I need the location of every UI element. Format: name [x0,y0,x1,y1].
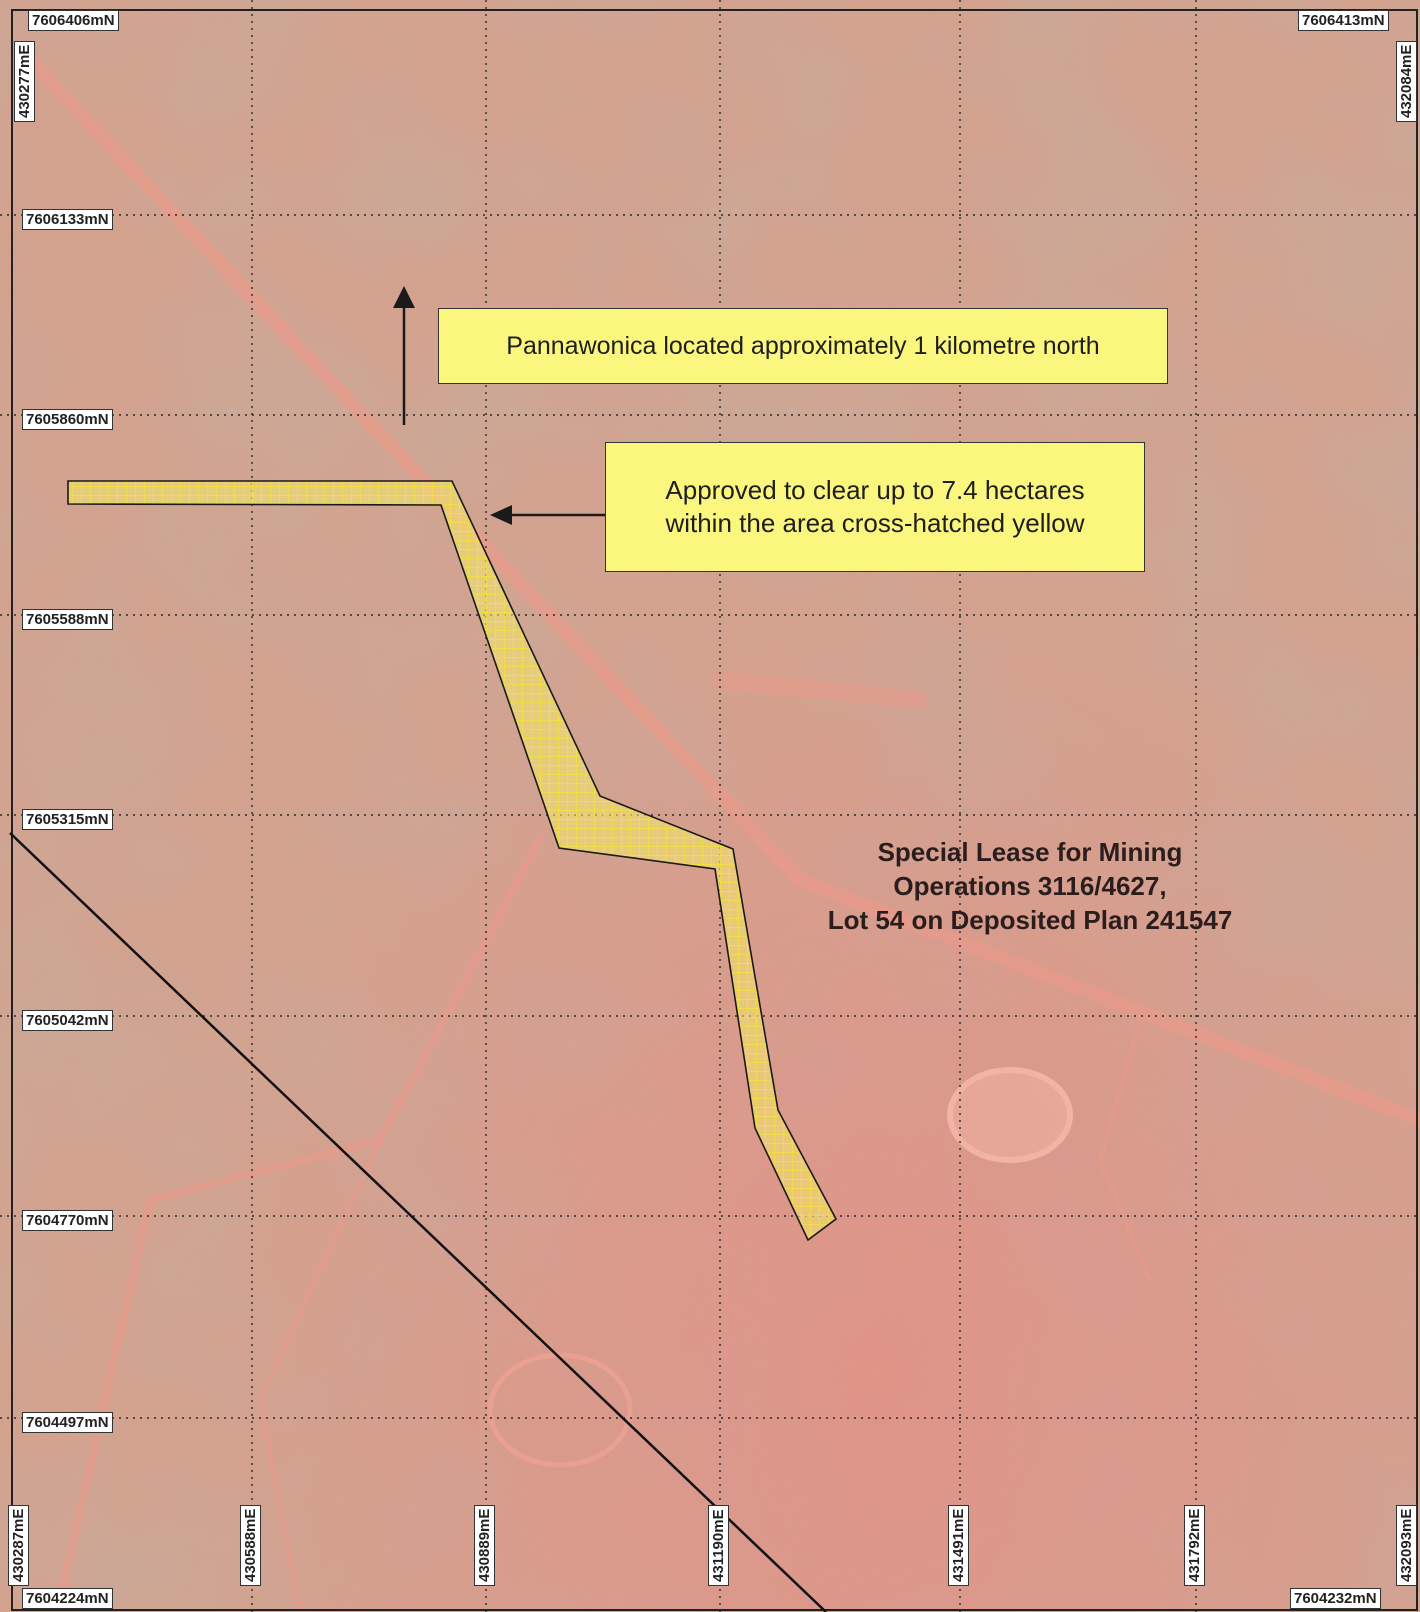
easting-label: 430588mE [240,1504,261,1586]
north-arrow [393,286,415,425]
compound [947,1067,1073,1163]
northing-label: 7605042mN [22,1010,113,1031]
map-frame [11,9,1418,1611]
easting-label: 431792mE [1184,1504,1205,1586]
easting-label: 430889mE [474,1504,495,1586]
northing-label: 7604770mN [22,1210,113,1231]
northing-label: 7604497mN [22,1412,113,1433]
lease-boundary-line [9,832,827,1612]
track-east [1097,1017,1153,1283]
easting-label: 431190mE [708,1505,729,1586]
tracks [23,53,1420,1612]
easting-label-top-right: 432084mE [1396,40,1417,122]
northing-label: 7605315mN [22,809,113,830]
clearing-callout: Approved to clear up to 7.4 hectares wit… [605,442,1145,572]
main-road [23,53,1420,1127]
northing-label: 7605588mN [22,609,113,630]
arrow-left-icon [490,505,512,525]
track-south [256,1137,383,1612]
cleared-pad [711,671,929,709]
track-southwest [56,836,544,1604]
northing-label: 7605860mN [22,409,113,430]
northing-label: 7606133mN [22,209,113,230]
pointer-arrow [490,505,605,525]
northing-label-top-right: 7606413mN [1298,10,1389,31]
northing-label-bottom-left: 7604224mN [22,1588,113,1609]
circular-track [487,1352,633,1468]
easting-label-top-left: 430277mE [14,40,35,122]
clearing-callout-text: Approved to clear up to 7.4 hectares wit… [665,475,1085,538]
easting-label: 430287mE [8,1504,29,1586]
clearing-area-polygon [67,480,838,1242]
pannawonica-callout: Pannawonica located approximately 1 kilo… [438,308,1168,384]
arrow-up-icon [393,286,415,308]
pannawonica-callout-text: Pannawonica located approximately 1 kilo… [506,331,1100,360]
easting-label: 431491mE [948,1504,969,1586]
northing-label-bottom-right: 7604232mN [1290,1588,1381,1609]
lease-label: Special Lease for Mining Operations 3116… [827,837,1233,935]
northing-label-top-left: 7606406mN [28,10,119,31]
easting-label: 432093mE [1396,1504,1417,1586]
